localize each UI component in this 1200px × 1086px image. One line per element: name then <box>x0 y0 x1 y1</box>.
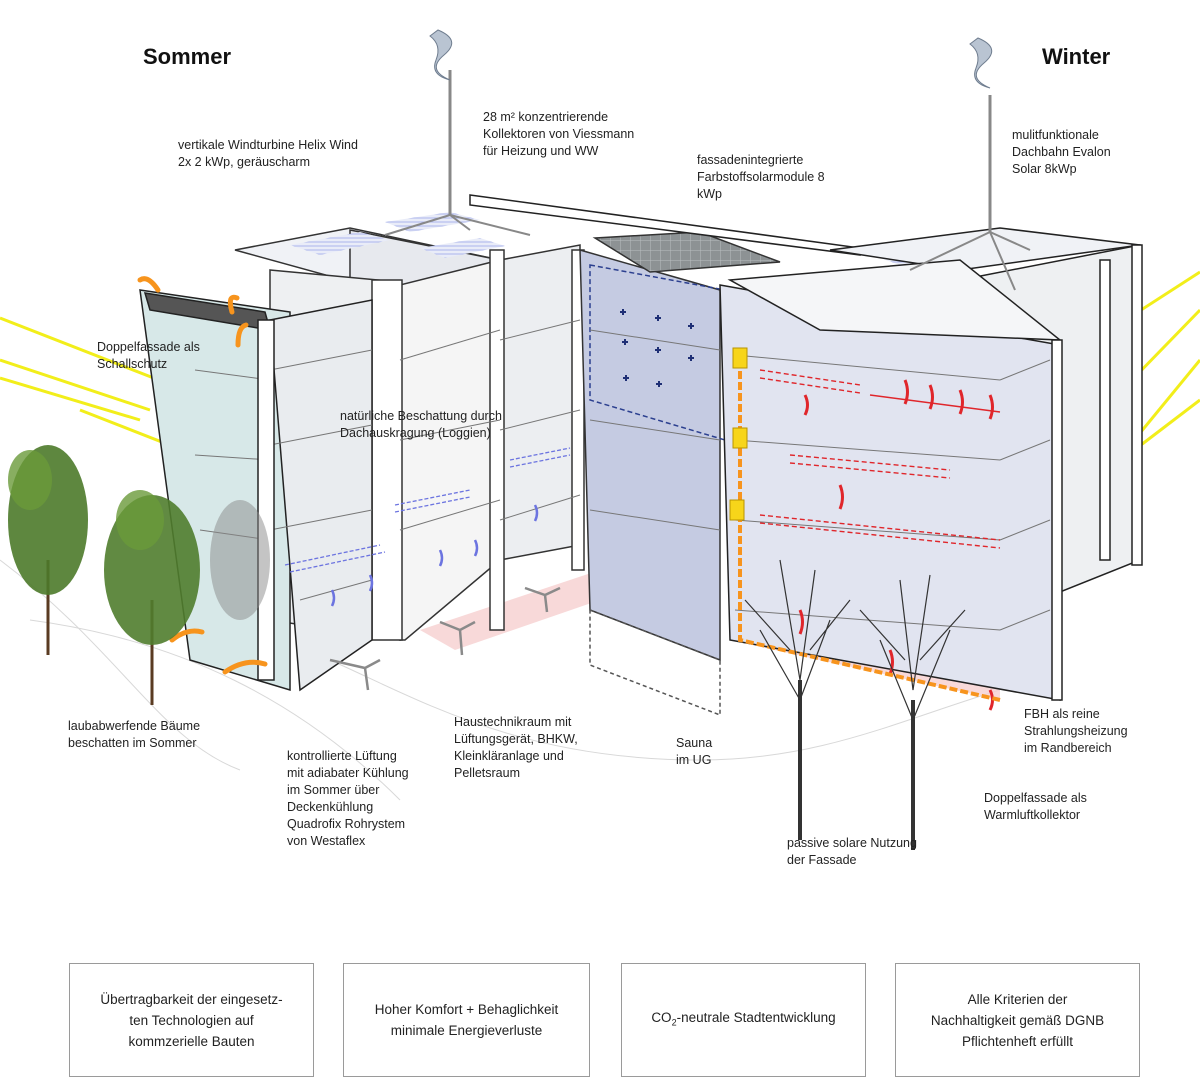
label-ventilation: kontrollierte Lüftung mit adiabater Kühl… <box>287 749 409 848</box>
label-trees: laubabwerfende Bäume beschatten im Somme… <box>68 719 201 750</box>
co2-prefix: CO <box>651 1009 672 1025</box>
wind-turbine-right <box>909 37 1031 291</box>
blue-facade-block <box>579 231 781 717</box>
summary-box-comfort: Hoher Komfort + Behaglichkeit minimale E… <box>343 963 590 1077</box>
season-winter: Winter <box>1042 44 1111 69</box>
summary-box-dgnb: Alle Kriterien der Nachhaltigkeit gemäß … <box>895 963 1140 1077</box>
summary-dgnb-text: Alle Kriterien der Nachhaltigkeit gemäß … <box>930 991 1105 1049</box>
label-double-facade-sound: Doppelfassade als Schallschutz <box>97 340 200 371</box>
co2-suffix: -neutrale Stadtentwicklung <box>676 1009 836 1025</box>
collector-markers <box>620 309 694 387</box>
label-passive-solar: passive solare Nutzung der Fassade <box>787 836 917 867</box>
label-double-facade-warm: Doppelfassade als Warmluftkollektor <box>984 791 1087 822</box>
cooling-arrows <box>330 504 539 607</box>
ground-lines <box>0 559 1001 801</box>
summary-transfer-text: Übertragbarkeit der eingesetz- ten Techn… <box>100 991 283 1049</box>
right-wing <box>469 194 1143 701</box>
label-wind-turbine: vertikale Windturbine Helix Wind 2x 2 kW… <box>178 138 358 169</box>
season-summer: Sommer <box>143 44 232 69</box>
label-floor-heating: FBH als reine Strahlungsheizung im Randb… <box>1024 707 1128 755</box>
label-roof-membrane: mulitfunktionale Dachbahn Evalon Solar 8… <box>1012 128 1111 176</box>
trees-winter <box>744 559 966 850</box>
summary-box-co2: CO2-neutrale Stadtentwicklung <box>621 963 866 1077</box>
heat-arrows <box>798 379 994 711</box>
label-shading: natürliche Beschattung durch Dachauskrag… <box>340 409 502 440</box>
label-dye-solar: fassadenintegrierte Farbstoffsolarmodule… <box>697 153 825 201</box>
pilotis <box>329 586 561 691</box>
trees-summer <box>8 445 270 705</box>
supply-pipe <box>729 347 1001 702</box>
summary-box-transfer: Übertragbarkeit der eingesetz- ten Techn… <box>69 963 314 1077</box>
label-collectors: 28 m² konzentrierende Kollektoren von Vi… <box>483 110 635 158</box>
label-sauna: Sauna im UG <box>676 736 713 767</box>
summary-co2-text: CO2-neutrale Stadtentwicklung <box>651 1007 835 1034</box>
label-tech-room: Haustechnikraum mit Lüftungsgerät, BHKW,… <box>454 715 578 780</box>
airflow-arrows <box>137 276 268 675</box>
floor-heating-pipes <box>759 369 1001 549</box>
wind-turbine-left <box>384 29 531 236</box>
co2-subscript: 2 <box>671 1017 677 1028</box>
building-energy-diagram <box>0 29 1200 850</box>
ceiling-cooling-pipes <box>284 447 571 573</box>
summary-comfort-text: Hoher Komfort + Behaglichkeit minimale E… <box>374 1002 559 1038</box>
